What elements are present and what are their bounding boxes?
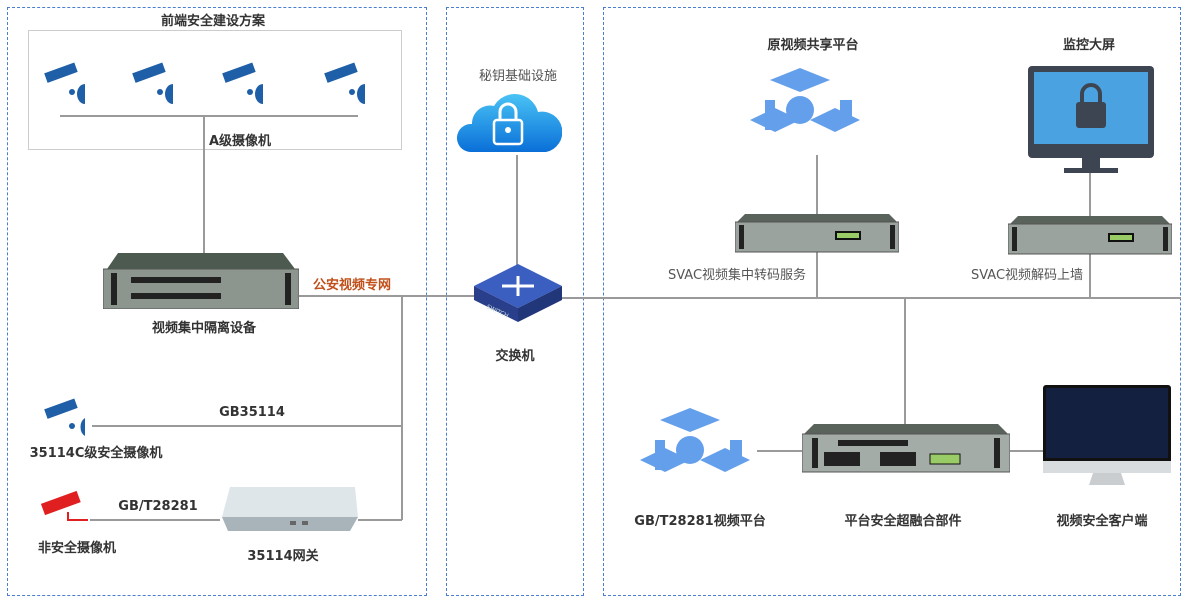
decode-server-icon (1008, 216, 1172, 255)
monitor-lock-icon (1028, 66, 1154, 173)
c-camera-label: 35114C级安全摄像机 (29, 446, 163, 461)
gateway-icon (222, 487, 358, 531)
key-infra-zone (446, 7, 584, 596)
gateway-label: 35114网关 (247, 549, 319, 564)
a-camera-group-box (28, 30, 402, 150)
camera-icon (132, 62, 173, 104)
client-imac-icon (1043, 385, 1171, 485)
svac-decode-label: SVAC视频解码上墙 (970, 268, 1084, 283)
a-camera-label: A级摄像机 (208, 134, 272, 149)
fusion-server-icon (802, 424, 1010, 473)
camera-icon (222, 62, 263, 104)
c-level-camera-icon (44, 398, 85, 436)
monitor-wall-label: 监控大屏 (1062, 38, 1116, 53)
transcode-server-icon (735, 214, 899, 253)
a-level-cameras (44, 62, 365, 104)
isolation-device-icon (103, 253, 299, 309)
svac-transcode-label: SVAC视频集中转码服务 (667, 268, 807, 283)
fusion-component-label: 平台安全超融合部件 (844, 514, 962, 529)
isolation-device-label: 视频集中隔离设备 (151, 321, 257, 336)
camera-icon (44, 62, 85, 104)
unsafe-camera-label: 非安全摄像机 (37, 541, 117, 556)
unsafe-camera-icon (40, 490, 88, 521)
key-infra-label: 秘钥基础设施 (478, 69, 558, 84)
frontend-zone (7, 7, 427, 596)
gbt-platform-label: GB/T28281视频平台 (634, 514, 766, 529)
gb35114-link-label: GB35114 (219, 405, 285, 420)
share-platform-label: 原视频共享平台 (767, 38, 859, 53)
frontend-zone-title: 前端安全建设方案 (160, 14, 266, 29)
platform-zone (603, 7, 1181, 596)
gbt-platform-icon (640, 408, 750, 472)
gbt28281-link-label: GB/T28281 (118, 499, 198, 514)
cloud-lock-icon (456, 94, 562, 152)
switch-icon: SWITCH (474, 264, 562, 322)
police-network-label: 公安视频专网 (312, 278, 392, 293)
share-platform-icon (750, 68, 860, 132)
switch-label: 交换机 (495, 349, 535, 364)
video-client-label: 视频安全客户端 (1056, 514, 1148, 529)
camera-icon (324, 62, 365, 104)
